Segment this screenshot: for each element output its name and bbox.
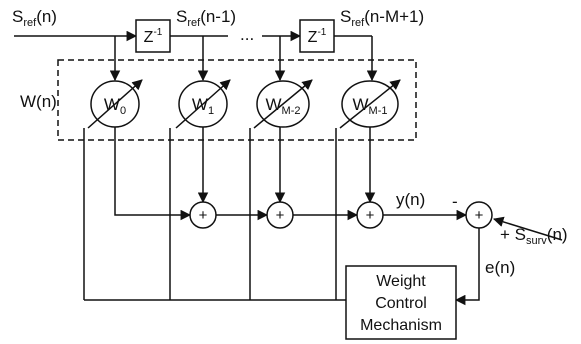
weight-region xyxy=(57,59,417,141)
weight-control-line-2: Control xyxy=(375,295,427,312)
weight-control-block xyxy=(345,265,457,340)
delay-box-2 xyxy=(299,19,335,53)
svg-text:+: + xyxy=(199,207,208,224)
s-ref-delay1-label: Sref(n-1) xyxy=(176,7,236,29)
svg-text:W0: W0 xyxy=(104,95,126,117)
weight-w1: W1 xyxy=(175,79,231,129)
s-surv-label: + Ssurv(n) xyxy=(500,225,568,247)
s-ref-input-label: Sref(n) xyxy=(12,7,57,29)
w-n-label: W(n) xyxy=(20,92,57,111)
s-ref-delayM-label: Sref(n-M+1) xyxy=(340,7,424,29)
svg-text:+: + xyxy=(366,207,375,224)
weight-control-line-1: Weight xyxy=(376,273,426,290)
delay-box-1 xyxy=(135,19,171,53)
adder-1: + xyxy=(189,201,217,229)
y-n-label: y(n) xyxy=(396,190,425,209)
svg-text:+: + xyxy=(276,207,285,224)
error-adder: + xyxy=(465,201,493,229)
adder-2: + xyxy=(266,201,294,229)
adder-3: + xyxy=(356,201,384,229)
minus-sign: - xyxy=(452,192,458,211)
delay-ellipsis: ... xyxy=(240,25,254,44)
weight-wm2: WM-2 xyxy=(253,79,313,129)
delay-box-1-label: Z-1 xyxy=(144,27,163,46)
weight-wm1: WM-1 xyxy=(339,79,401,129)
delay-box-2-label: Z-1 xyxy=(308,27,327,46)
weight-w0: W0 xyxy=(87,79,143,129)
weight-control-line-3: Mechanism xyxy=(360,317,442,334)
e-n-label: e(n) xyxy=(485,258,515,277)
w0-output xyxy=(114,127,192,221)
svg-text:W1: W1 xyxy=(192,95,214,117)
error-line xyxy=(454,228,480,306)
svg-text:+: + xyxy=(475,207,484,224)
s-surv-line xyxy=(492,216,563,241)
